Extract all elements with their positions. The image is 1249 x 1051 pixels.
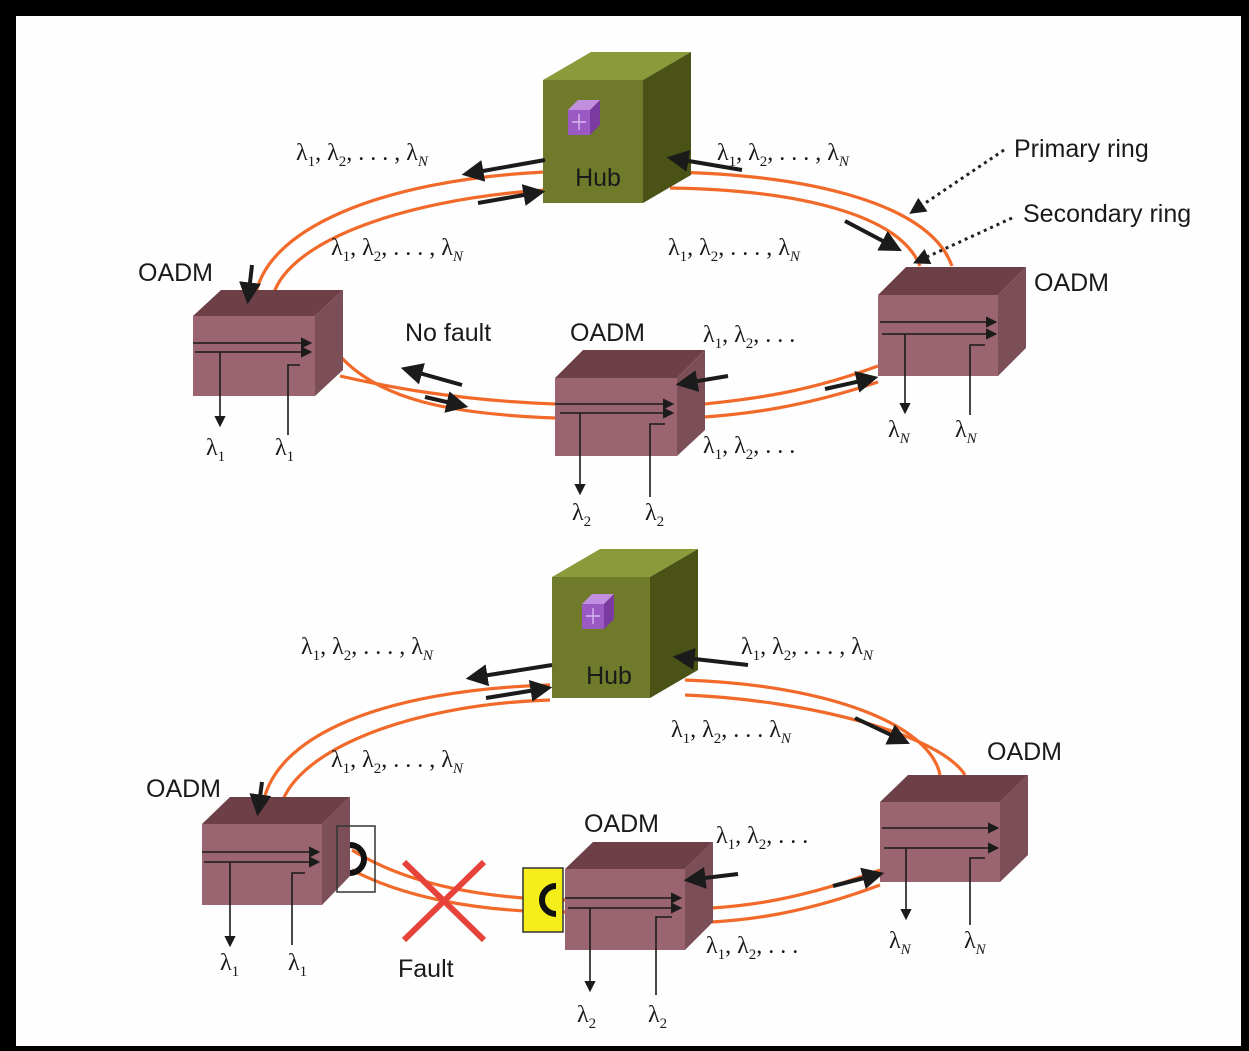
add-lambda-1-left: λ1 bbox=[275, 435, 294, 465]
fault-x-mark bbox=[401, 859, 487, 943]
arrow-hub-left-in bbox=[477, 184, 546, 206]
add-lambda-1-left-fault: λ1 bbox=[288, 950, 307, 980]
add-lambda-2-middle-fault: λ2 bbox=[648, 1002, 667, 1032]
wavelengths-hub-left-bottom-fault: λ1, λ2, . . . , λN bbox=[331, 747, 464, 777]
oadm-label-middle-fault: OADM bbox=[584, 810, 659, 838]
arrow-to-right-oadm bbox=[844, 219, 902, 252]
oadm-node-right bbox=[878, 267, 1026, 415]
arrow-mid-to-left bbox=[400, 363, 463, 387]
wavelengths-mid-right-top: λ1, λ2, . . . bbox=[703, 322, 795, 352]
oadm-label-left: OADM bbox=[138, 259, 213, 287]
wavelengths-hub-right-top: λ1, λ2, . . . , λN bbox=[717, 140, 850, 170]
wavelengths-hub-left-top-fault: λ1, λ2, . . . , λN bbox=[301, 634, 434, 664]
wavelengths-hub-left-top: λ1, λ2, . . . , λN bbox=[296, 140, 429, 170]
arrow-hub-right-in bbox=[666, 150, 743, 172]
oadm-node-right-fault bbox=[880, 775, 1028, 925]
arrow-into-left-oadm bbox=[239, 264, 261, 305]
secondary-ring-pointer bbox=[913, 216, 1013, 264]
loopback-icon-middle bbox=[539, 883, 557, 917]
fault-label: Fault bbox=[398, 955, 454, 983]
drop-lambda-n-right-fault: λN bbox=[889, 928, 912, 958]
secondary-ring-label: Secondary ring bbox=[1023, 200, 1191, 228]
arrow-right-to-mid bbox=[675, 370, 729, 392]
oadm-node-middle bbox=[555, 350, 705, 497]
oadm-node-left-fault bbox=[202, 781, 376, 948]
oadm-label-middle: OADM bbox=[570, 319, 645, 347]
add-lambda-n-right: λN bbox=[955, 417, 978, 447]
drop-lambda-n-right: λN bbox=[888, 417, 911, 447]
drop-lambda-1-left: λ1 bbox=[206, 435, 225, 465]
arrow-mid-to-right bbox=[824, 371, 879, 393]
wavelengths-mid-right-bottom-fault: λ1, λ2, . . . bbox=[706, 933, 798, 963]
arrow-left-to-mid bbox=[424, 391, 469, 413]
oadm-node-middle-fault bbox=[522, 842, 713, 995]
arrow-mid-to-right-fault bbox=[832, 867, 885, 890]
no-fault-diagram: Hub bbox=[138, 52, 1191, 530]
hub-label-fault: Hub bbox=[586, 662, 632, 690]
arrow-to-right-oadm-fault bbox=[854, 716, 910, 745]
primary-ring-pointer bbox=[909, 148, 1005, 214]
add-lambda-2-middle: λ2 bbox=[645, 500, 664, 530]
oadm-label-right-fault: OADM bbox=[987, 738, 1062, 766]
wavelengths-mid-right-bottom: λ1, λ2, . . . bbox=[703, 433, 795, 463]
oadm-label-left-fault: OADM bbox=[146, 775, 221, 803]
oadm-label-right: OADM bbox=[1034, 269, 1109, 297]
fault-diagram: Hub bbox=[146, 549, 1062, 1032]
hub-switch-icon bbox=[568, 100, 600, 135]
loopback-switch-left bbox=[336, 825, 376, 893]
arrow-hub-left-out bbox=[461, 158, 546, 182]
wavelengths-mid-right-top-fault: λ1, λ2, . . . bbox=[716, 823, 808, 853]
oadm-node-left bbox=[193, 264, 343, 435]
secondary-ring bbox=[270, 170, 954, 420]
wavelengths-hub-left-bottom: λ1, λ2, . . . , λN bbox=[331, 235, 464, 265]
arrow-into-left-oadm-fault bbox=[249, 781, 272, 817]
drop-lambda-2-middle: λ2 bbox=[572, 500, 591, 530]
hub-node-fault: Hub bbox=[552, 549, 698, 698]
wavelengths-hub-right-bottom-fault: λ1, λ2, . . . λN bbox=[671, 717, 792, 747]
wavelengths-hub-right-bottom: λ1, λ2, . . . , λN bbox=[668, 235, 801, 265]
loopback-icon-left bbox=[349, 842, 367, 876]
hub-label: Hub bbox=[575, 164, 621, 192]
hub-node: Hub bbox=[543, 52, 691, 203]
drop-lambda-2-middle-fault: λ2 bbox=[577, 1002, 596, 1032]
add-lambda-n-right-fault: λN bbox=[964, 928, 987, 958]
arrow-hub-left-in-fault bbox=[485, 679, 553, 702]
wavelengths-hub-right-top-fault: λ1, λ2, . . . , λN bbox=[741, 634, 874, 664]
arrow-hub-right-in-fault bbox=[672, 648, 749, 670]
hub-switch-icon bbox=[582, 594, 614, 629]
drop-lambda-1-left-fault: λ1 bbox=[220, 950, 239, 980]
arrow-hub-left-out-fault bbox=[465, 663, 553, 687]
arrow-right-to-mid-fault bbox=[683, 866, 739, 889]
primary-ring-label: Primary ring bbox=[1014, 135, 1149, 163]
no-fault-label: No fault bbox=[405, 319, 491, 347]
